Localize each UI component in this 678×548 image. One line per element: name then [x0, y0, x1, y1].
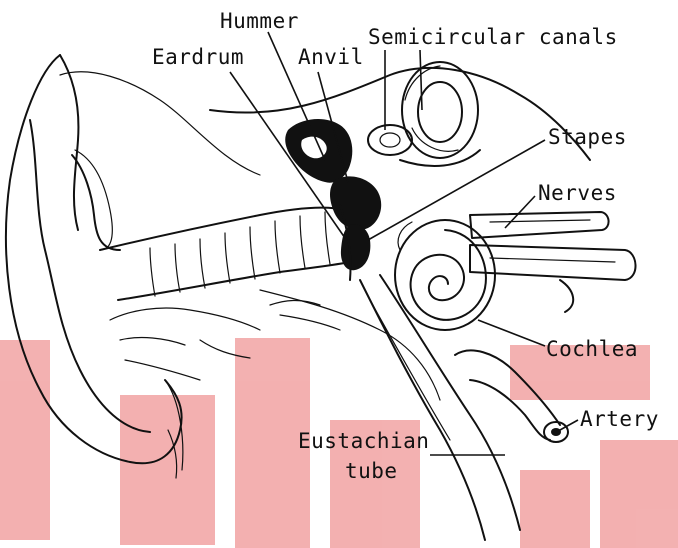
label-anvil: Anvil [298, 45, 364, 69]
label-artery: Artery [580, 407, 659, 431]
watermark-block [600, 440, 678, 548]
cochlea [395, 220, 495, 330]
watermark-block [0, 340, 50, 540]
watermark-block [120, 395, 215, 545]
label-eardrum: Eardrum [152, 45, 244, 69]
leader-artery [560, 420, 578, 430]
label-nerves: Nerves [538, 181, 617, 205]
labels: Hummer Eardrum Anvil Semicircular canals… [152, 9, 659, 483]
label-stapes: Stapes [548, 125, 627, 149]
label-semicircular-canals: Semicircular canals [368, 25, 618, 49]
label-eustachian-line2: tube [345, 459, 398, 483]
label-hummer: Hummer [220, 9, 299, 33]
stapes-shape [341, 224, 370, 270]
label-eustachian-line1: Eustachian [298, 429, 429, 453]
leader-cochlea [478, 320, 545, 346]
leader-nerves [505, 196, 535, 228]
watermark-block [520, 470, 590, 548]
anvil-shape [330, 176, 381, 230]
ear-canal [100, 208, 350, 300]
label-cochlea: Cochlea [546, 337, 638, 361]
ossicles [285, 119, 381, 270]
nerves [470, 212, 636, 312]
